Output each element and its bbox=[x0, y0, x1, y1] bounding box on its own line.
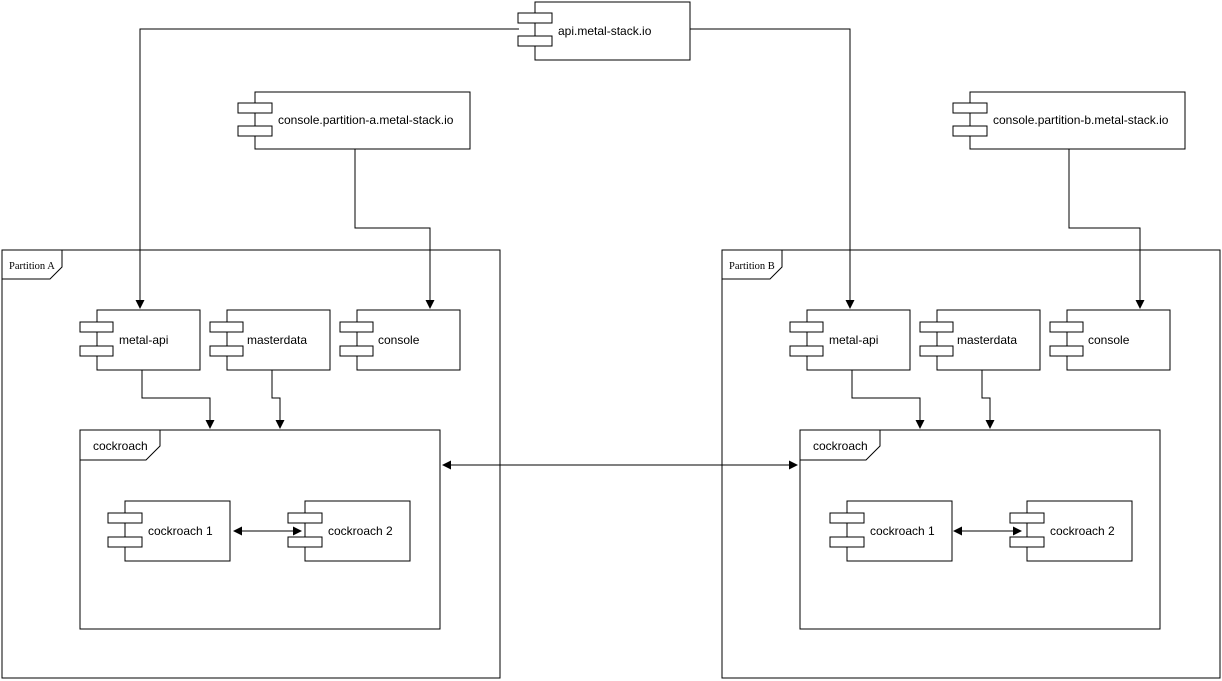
api-component-icon bbox=[517, 35, 553, 47]
cockroach1-b-label: cockroach 1 bbox=[870, 524, 935, 538]
cockroach-b-label: cockroach bbox=[813, 439, 868, 453]
arrowhead-console-b bbox=[1135, 300, 1145, 309]
arrowhead-metalapi-b bbox=[845, 300, 855, 309]
console-inner-b-box bbox=[1066, 309, 1171, 371]
metal-api-b-component-icon bbox=[789, 321, 824, 333]
arrowhead-cr-a-left bbox=[233, 526, 242, 536]
masterdata-a-box bbox=[226, 309, 331, 371]
console-inner-b-label: console bbox=[1088, 333, 1130, 347]
console-inner-a-box bbox=[356, 309, 461, 371]
cockroach1-a-component-icon bbox=[107, 512, 143, 524]
arrowhead-cockroach-a2 bbox=[275, 420, 285, 429]
console-inner-b-component-icon bbox=[1049, 345, 1084, 357]
arrowhead-cockroach-b2 bbox=[985, 420, 995, 429]
metal-api-a-label: metal-api bbox=[119, 333, 168, 347]
api-box bbox=[534, 1, 691, 61]
partition-a-label: Partition A bbox=[9, 261, 55, 272]
component-cockroach1-a: cockroach 1 bbox=[107, 500, 231, 562]
cockroach2-b-label: cockroach 2 bbox=[1050, 524, 1115, 538]
metal-api-b-component-icon bbox=[789, 345, 824, 357]
masterdata-a-component-icon bbox=[209, 321, 244, 333]
masterdata-b-label: masterdata bbox=[957, 333, 1017, 347]
arrowhead-metalapi-a bbox=[135, 300, 145, 309]
cockroach1-b-box bbox=[846, 500, 953, 562]
cockroach-a-label: cockroach bbox=[93, 439, 148, 453]
cockroach2-a-component-icon bbox=[287, 536, 323, 548]
console-inner-a-component-icon bbox=[339, 345, 374, 357]
cockroach2-a-component-icon bbox=[287, 512, 323, 524]
console-inner-b-component-icon bbox=[1049, 321, 1084, 333]
edge-masterdata-a-to-cockroach-a bbox=[271, 370, 281, 428]
arrowhead-frames-left bbox=[442, 460, 451, 470]
arrowhead-cr-b-right bbox=[1013, 526, 1022, 536]
console-inner-a-component-icon bbox=[339, 321, 374, 333]
arrowhead-cr-b-left bbox=[953, 526, 962, 536]
console-b-component-icon bbox=[952, 102, 988, 114]
masterdata-b-component-icon bbox=[919, 321, 954, 333]
edges bbox=[135, 28, 1145, 536]
edge-metalapi-a-to-cockroach-a bbox=[141, 370, 211, 428]
component-masterdata-a: masterdata bbox=[209, 309, 331, 371]
cockroach1-b-component-icon bbox=[829, 512, 865, 524]
component-console-a: console bbox=[339, 309, 461, 371]
component-console-partition-b: console.partition-b.metal-stack.io bbox=[952, 91, 1186, 150]
edge-metalapi-b-to-cockroach-b bbox=[851, 370, 921, 428]
metal-api-a-component-icon bbox=[79, 321, 114, 333]
console-a-component-icon bbox=[237, 125, 273, 137]
masterdata-b-component-icon bbox=[919, 345, 954, 357]
cockroach2-a-label: cockroach 2 bbox=[328, 524, 393, 538]
arrowhead-frames-right bbox=[789, 460, 798, 470]
arrowhead-cockroach-a1 bbox=[205, 420, 215, 429]
edge-masterdata-b-to-cockroach-b bbox=[981, 370, 991, 428]
component-api: api.metal-stack.io bbox=[517, 1, 691, 61]
component-cockroach2-a: cockroach 2 bbox=[287, 500, 411, 562]
component-cockroach1-b: cockroach 1 bbox=[829, 500, 953, 562]
cockroach1-a-box bbox=[124, 500, 231, 562]
metal-api-a-component-icon bbox=[79, 345, 114, 357]
masterdata-a-component-icon bbox=[209, 345, 244, 357]
component-cockroach2-b: cockroach 2 bbox=[1009, 500, 1133, 562]
metal-api-b-label: metal-api bbox=[829, 333, 878, 347]
console-b-component-icon bbox=[952, 125, 988, 137]
component-console-partition-a: console.partition-a.metal-stack.io bbox=[237, 91, 471, 150]
cockroach1-a-component-icon bbox=[107, 536, 143, 548]
cockroach-a-label-tab bbox=[79, 429, 161, 461]
metal-api-a-box bbox=[96, 309, 201, 371]
console-b-label: console.partition-b.metal-stack.io bbox=[993, 113, 1169, 127]
console-a-component-icon bbox=[237, 102, 273, 114]
api-label: api.metal-stack.io bbox=[558, 24, 652, 38]
edge-consolea-to-console-a bbox=[354, 149, 431, 308]
console-a-label: console.partition-a.metal-stack.io bbox=[278, 113, 454, 127]
masterdata-a-label: masterdata bbox=[247, 333, 307, 347]
component-metal-api-b: metal-api bbox=[789, 309, 911, 371]
console-a-box bbox=[254, 91, 471, 150]
metal-api-b-box bbox=[806, 309, 911, 371]
component-metal-api-a: metal-api bbox=[79, 309, 201, 371]
cockroach-b-label-tab bbox=[799, 429, 881, 461]
cockroach1-a-label: cockroach 1 bbox=[148, 524, 213, 538]
edge-api-to-metalapi-a bbox=[139, 28, 519, 308]
cockroach2-b-box bbox=[1026, 500, 1133, 562]
partition-b-label-tab bbox=[721, 249, 783, 280]
partition-b-label: Partition B bbox=[729, 261, 775, 272]
cockroach2-b-component-icon bbox=[1009, 512, 1045, 524]
arrowhead-console-a bbox=[425, 300, 435, 309]
edge-api-to-metalapi-b bbox=[690, 28, 851, 308]
console-inner-a-label: console bbox=[378, 333, 420, 347]
cockroach1-b-component-icon bbox=[829, 536, 865, 548]
cockroach2-a-box bbox=[304, 500, 411, 562]
component-masterdata-b: masterdata bbox=[919, 309, 1041, 371]
arrowhead-cockroach-b1 bbox=[915, 420, 925, 429]
component-console-b-inner: console bbox=[1049, 309, 1171, 371]
partition-a-label-tab bbox=[1, 249, 63, 280]
cockroach2-b-component-icon bbox=[1009, 536, 1045, 548]
arrowhead-cr-a-right bbox=[293, 526, 302, 536]
api-component-icon bbox=[517, 12, 553, 24]
masterdata-b-box bbox=[936, 309, 1041, 371]
console-b-box bbox=[969, 91, 1186, 150]
edge-consoleb-to-console-b bbox=[1068, 149, 1141, 308]
